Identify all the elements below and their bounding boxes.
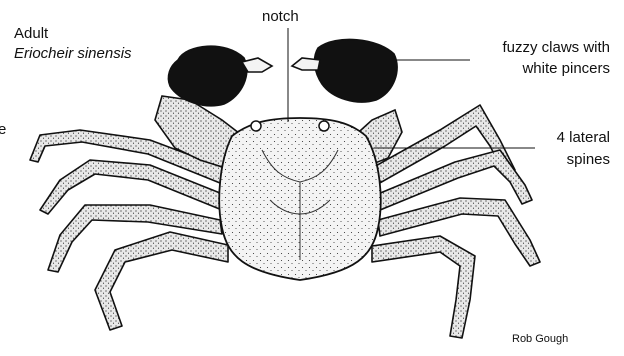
left-leg-4 xyxy=(95,232,228,330)
left-claw-fuzz xyxy=(168,46,246,106)
right-eye xyxy=(319,121,329,131)
label-claws-line2: white pincers xyxy=(522,59,610,78)
right-pincer xyxy=(292,58,320,70)
claws xyxy=(168,39,397,105)
label-spines-line1: 4 lateral xyxy=(557,128,610,147)
credit: Rob Gough xyxy=(512,330,568,349)
label-claws-line1: fuzzy claws with xyxy=(502,38,610,57)
caption-species: Eriocheir sinensis xyxy=(14,44,132,63)
label-notch: notch xyxy=(262,7,299,26)
left-eye xyxy=(251,121,261,131)
left-pincer xyxy=(242,58,272,72)
right-claw-fuzz xyxy=(315,39,398,102)
label-fragment: e xyxy=(0,120,6,139)
right-leg-4 xyxy=(372,236,475,338)
caption-adult: Adult xyxy=(14,24,48,43)
label-spines-line2: spines xyxy=(567,150,610,169)
